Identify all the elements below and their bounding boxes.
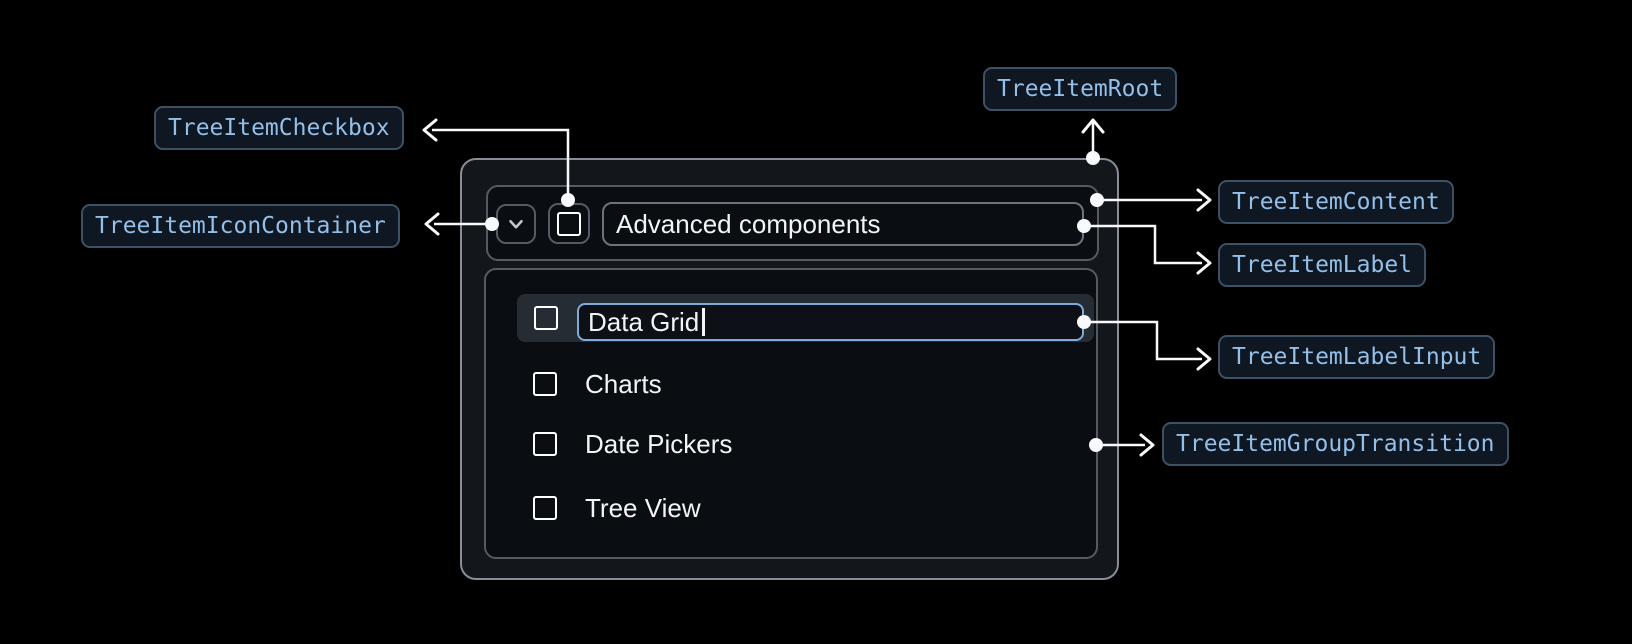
tree-item-row-date-pickers[interactable]: Date Pickers bbox=[533, 429, 733, 459]
badge-tree-item-checkbox: TreeItemCheckbox bbox=[154, 106, 404, 150]
badge-tree-item-label-input: TreeItemLabelInput bbox=[1218, 335, 1496, 379]
tree-item-label-input[interactable]: Data Grid bbox=[577, 303, 1084, 341]
tree-item-row-tree-view[interactable]: Tree View bbox=[533, 493, 701, 523]
badge-tree-item-group-transition: TreeItemGroupTransition bbox=[1162, 422, 1509, 466]
tree-item-label-text: Date Pickers bbox=[585, 429, 733, 459]
text-cursor bbox=[702, 308, 705, 336]
badge-tree-item-root: TreeItemRoot bbox=[983, 67, 1178, 111]
checkbox-unchecked-icon[interactable] bbox=[533, 432, 557, 456]
tree-item-label-text: Charts bbox=[585, 369, 662, 399]
chevron-down-icon bbox=[505, 213, 527, 235]
tree-item-checkbox[interactable] bbox=[548, 203, 590, 244]
checkbox-unchecked-icon[interactable] bbox=[533, 496, 557, 520]
label-input-value: Data Grid bbox=[588, 306, 700, 337]
checkbox-unchecked-icon[interactable] bbox=[533, 372, 557, 396]
tree-item-icon-container[interactable] bbox=[496, 204, 536, 244]
badge-tree-item-label: TreeItemLabel bbox=[1218, 243, 1427, 287]
checkbox-unchecked-icon[interactable] bbox=[534, 306, 558, 330]
badge-tree-item-content: TreeItemContent bbox=[1218, 180, 1454, 224]
tree-item-row-charts[interactable]: Charts bbox=[533, 369, 662, 399]
tree-item-row-data-grid[interactable]: Data Grid bbox=[517, 294, 1094, 342]
badge-tree-item-icon-container: TreeItemIconContainer bbox=[81, 204, 400, 248]
tree-item-label-text: Tree View bbox=[585, 493, 701, 523]
tree-item-label[interactable]: Advanced components bbox=[602, 202, 1084, 246]
checkbox-unchecked-icon bbox=[557, 211, 581, 236]
tree-item-label-text: Advanced components bbox=[616, 208, 881, 239]
